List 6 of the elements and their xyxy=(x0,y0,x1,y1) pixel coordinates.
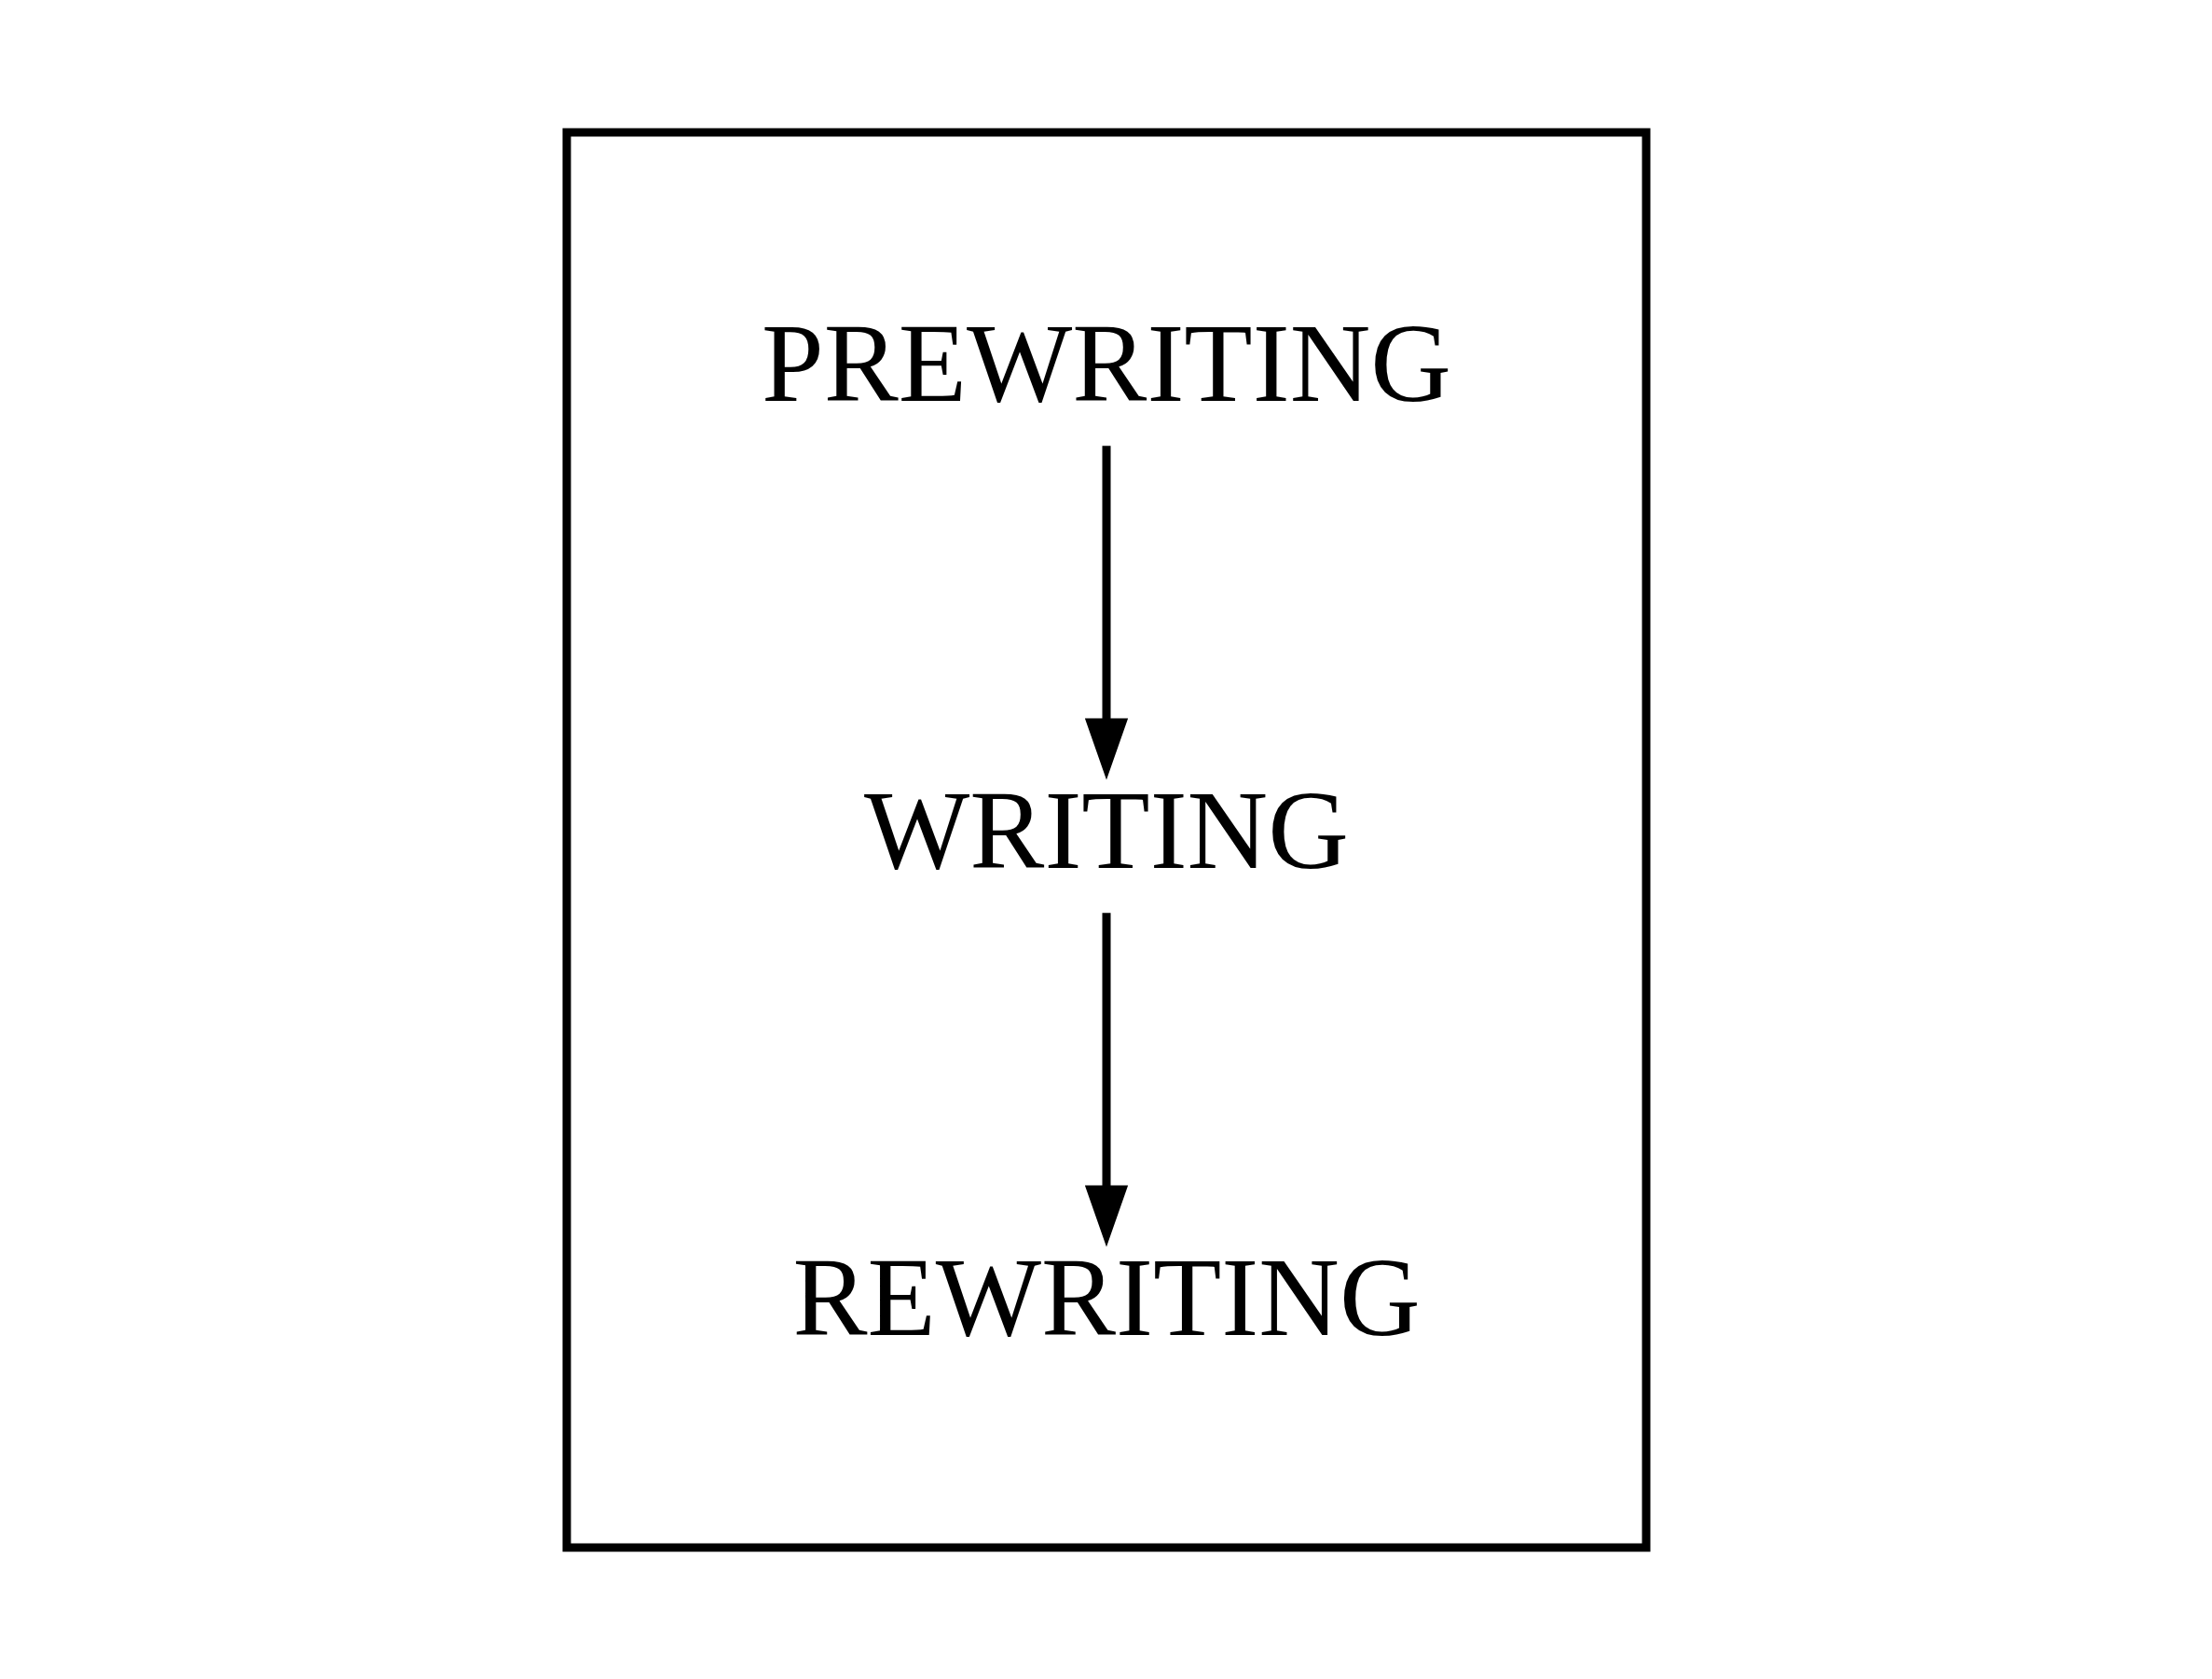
arrow xyxy=(1084,445,1128,780)
node-text: PREWRITING xyxy=(761,300,1451,425)
node-text: WRITING xyxy=(863,767,1349,892)
arrow xyxy=(1084,912,1128,1247)
cluster xyxy=(562,128,1650,1551)
node-text: REWRITING xyxy=(791,1234,1421,1359)
